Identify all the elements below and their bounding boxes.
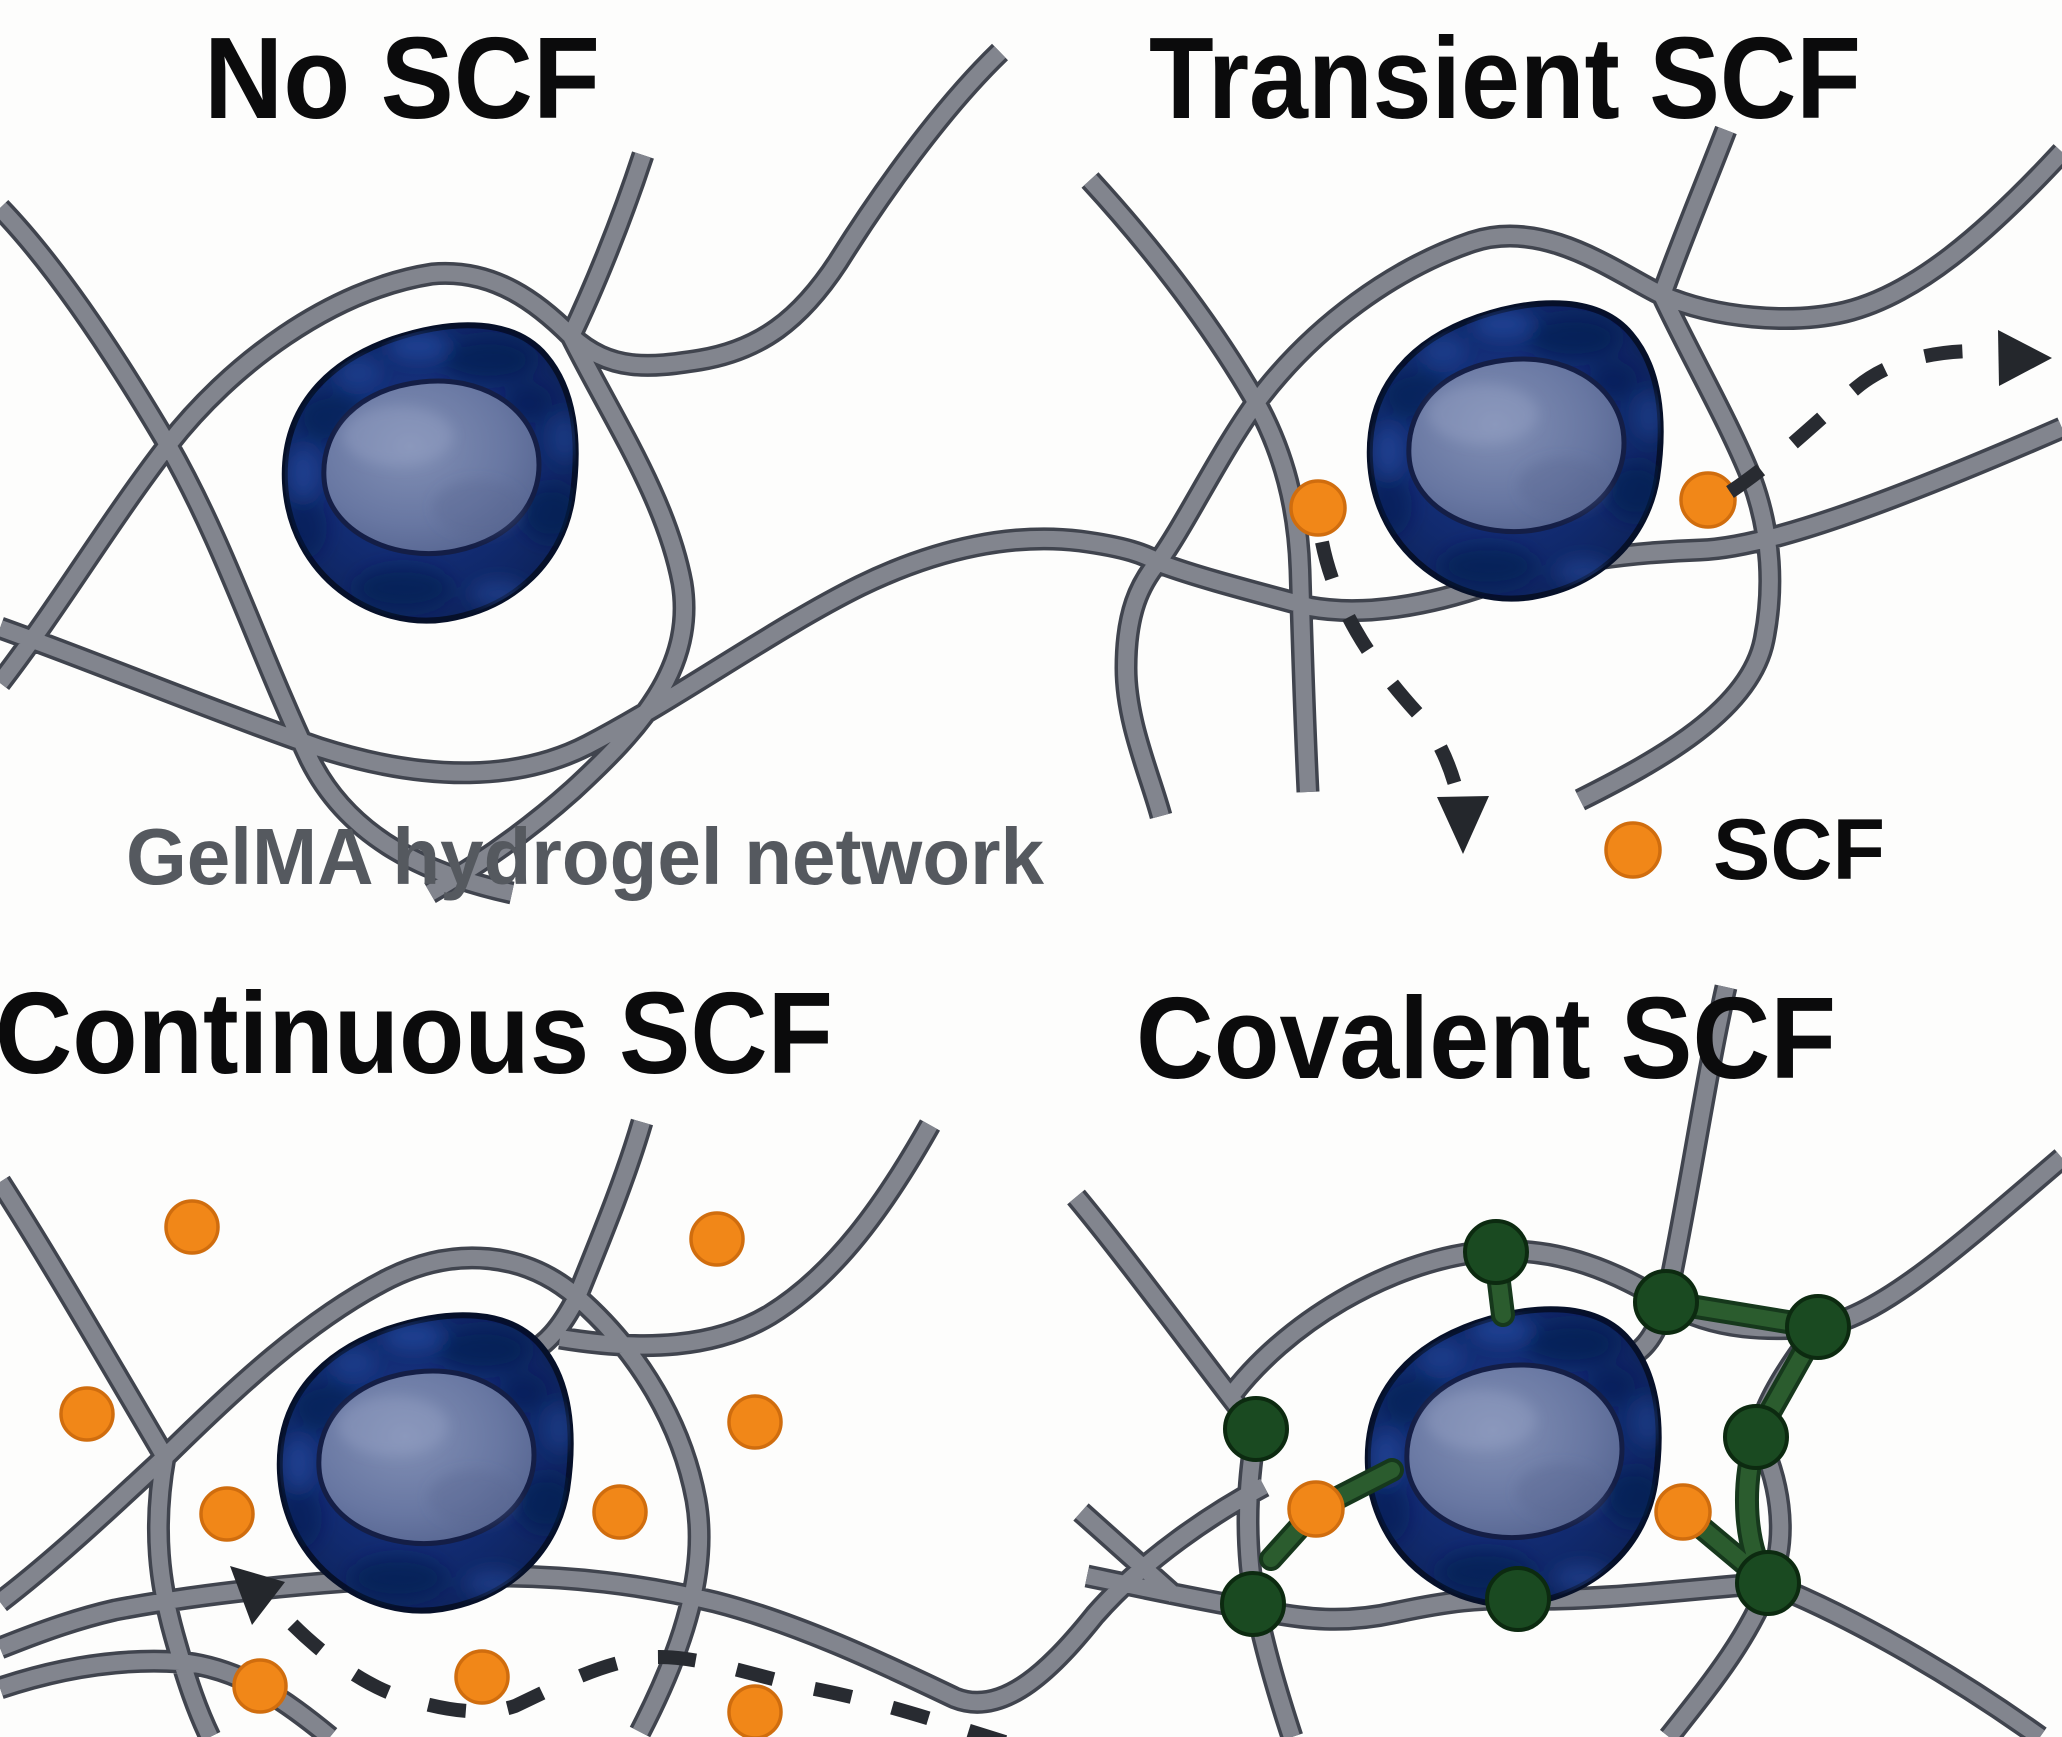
svg-text:SCF: SCF xyxy=(1713,802,1885,898)
svg-text:Covalent SCF: Covalent SCF xyxy=(1136,973,1836,1103)
svg-text:No SCF: No SCF xyxy=(204,13,600,143)
svg-text:GelMA hydrogel network: GelMA hydrogel network xyxy=(126,812,1044,901)
svg-text:Transient SCF: Transient SCF xyxy=(1149,13,1861,143)
svg-text:Continuous SCF: Continuous SCF xyxy=(0,968,833,1098)
